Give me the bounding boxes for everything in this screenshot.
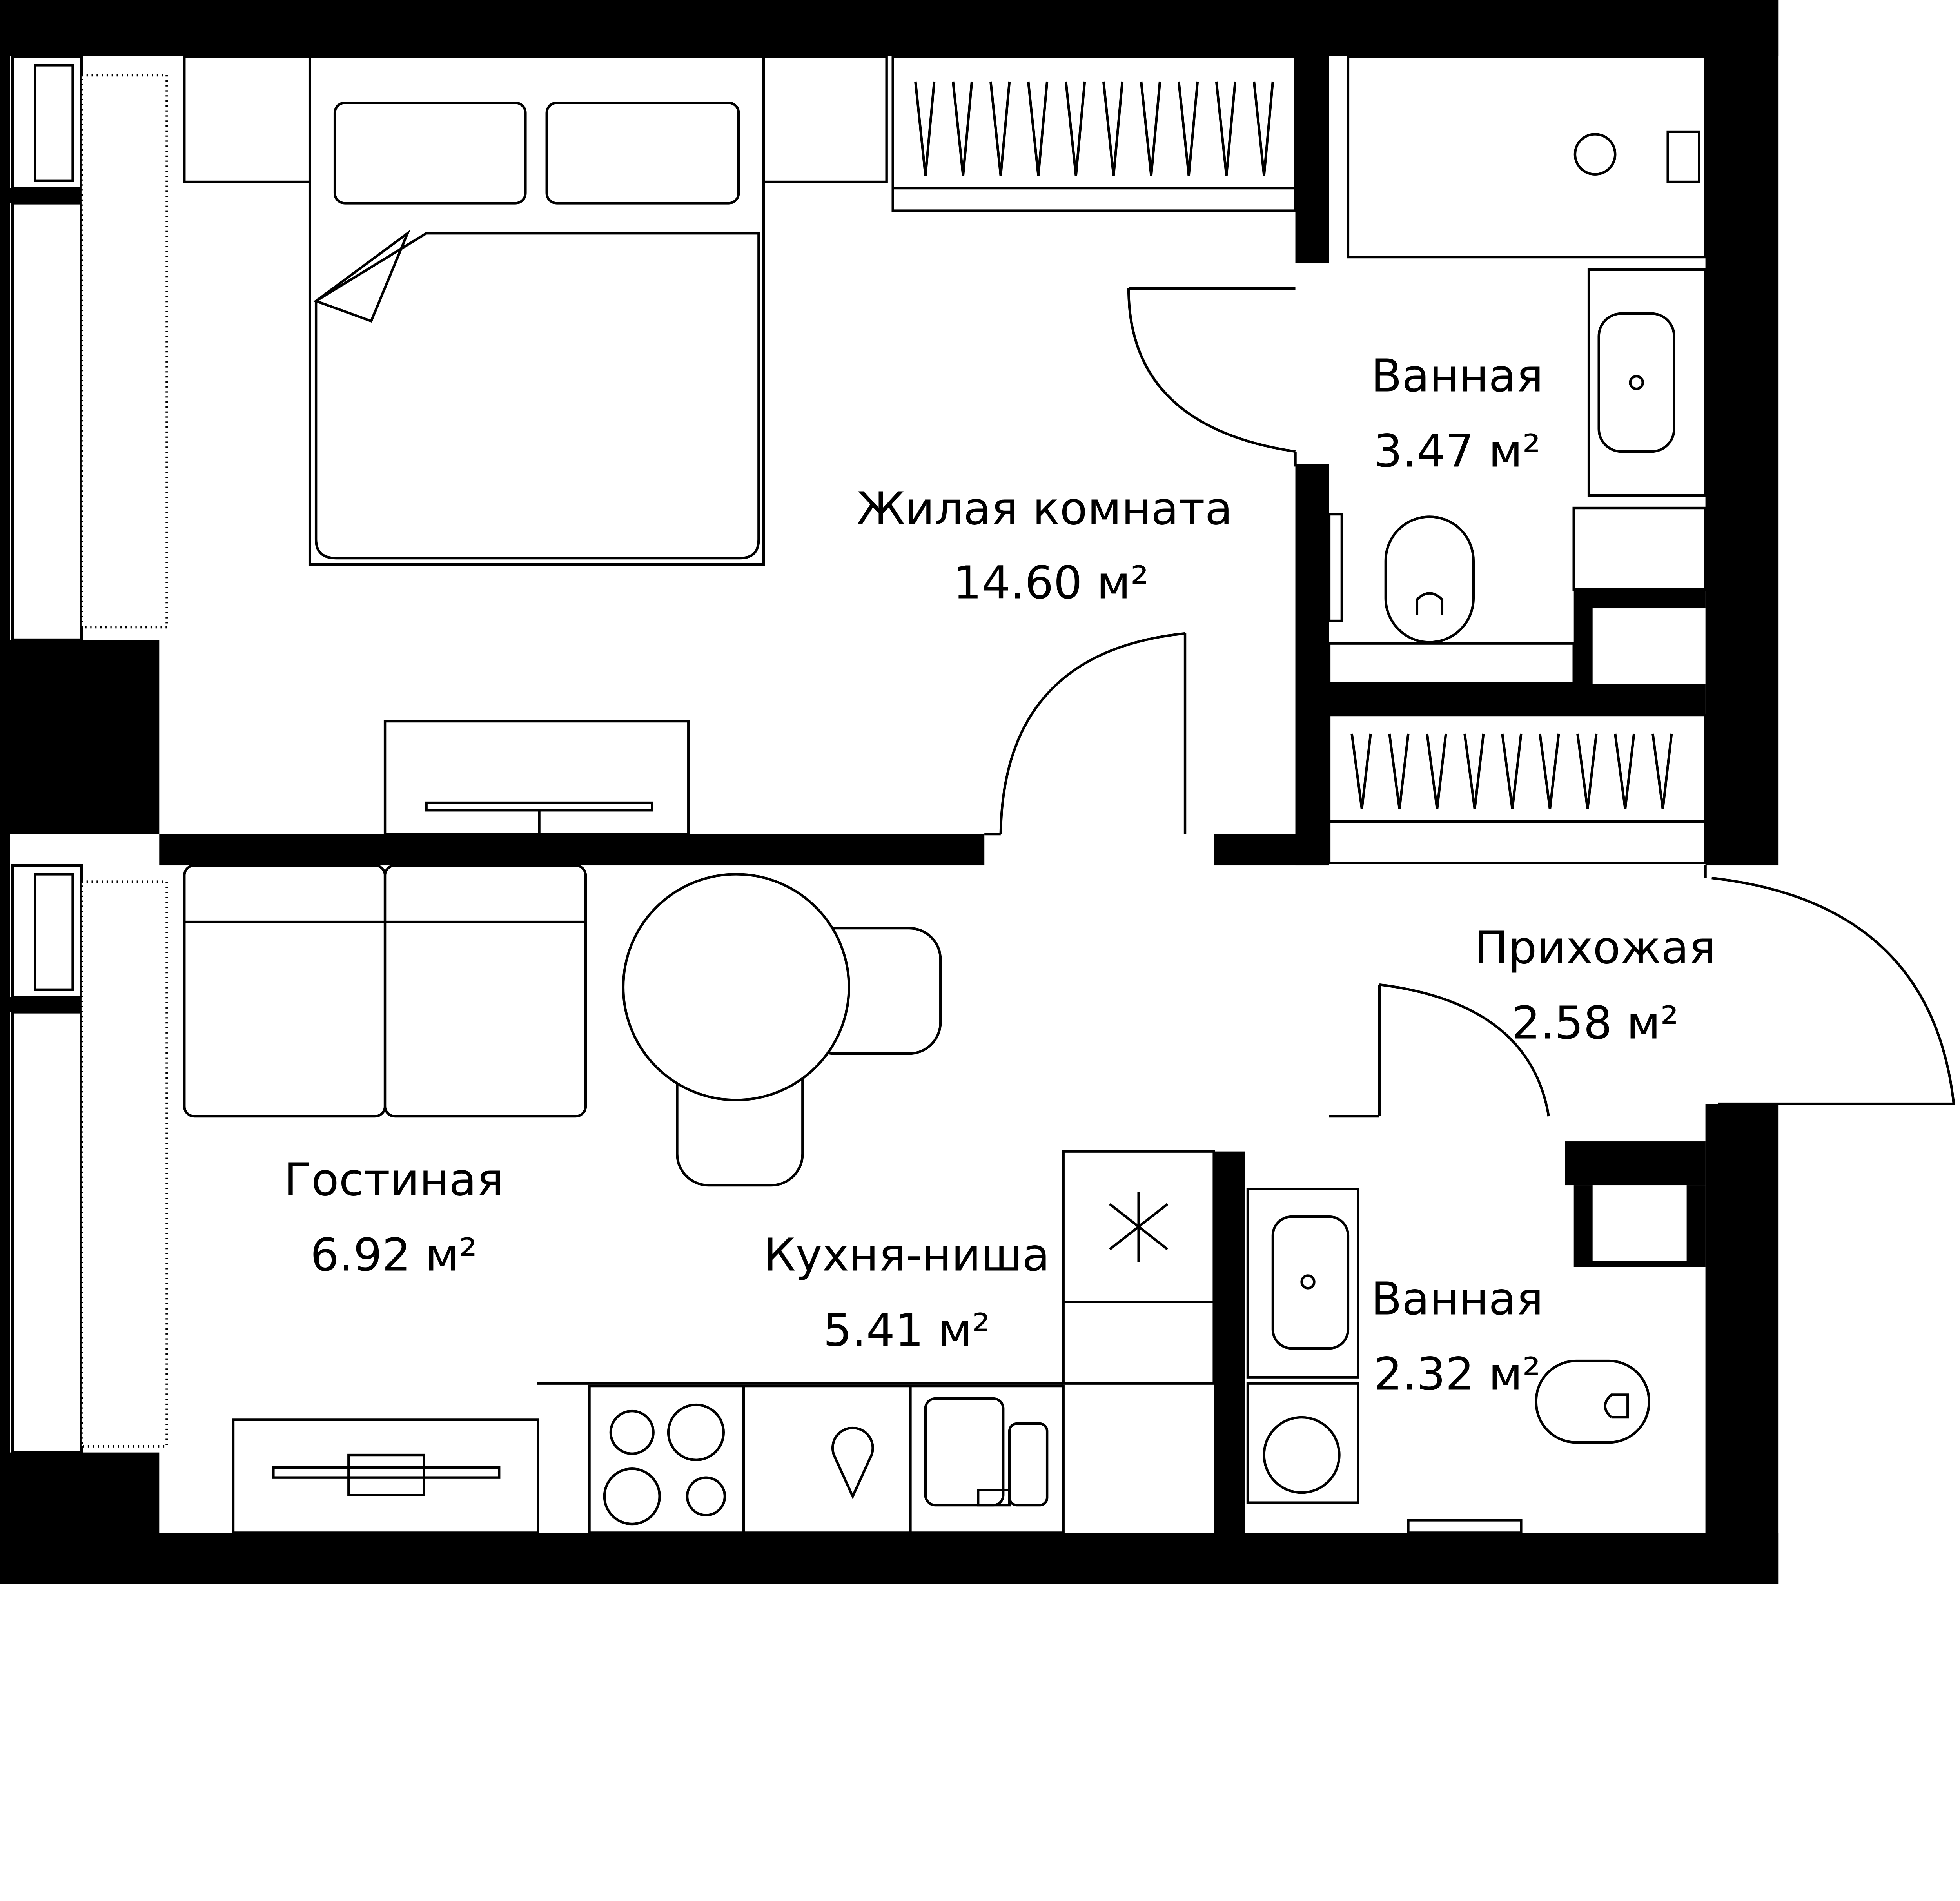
doors: [984, 287, 1955, 1118]
kitchen: [537, 1150, 1215, 1534]
room-area: 14.60 м²: [953, 557, 1149, 609]
room-label-kitchen: Кухня-ниша 5.41 м²: [764, 1229, 1050, 1357]
bathroom-fixtures: [1328, 55, 1707, 685]
tv-stand: [232, 1418, 539, 1534]
room-name: Жилая комната: [857, 483, 1232, 535]
radiator: [80, 880, 168, 1448]
room-label-living-room: Жилая комната 14.60 м²: [857, 483, 1232, 609]
windows: [11, 55, 83, 1454]
dining-table: [622, 873, 942, 1187]
room-label-hallway: Прихожая 2.58 м²: [1474, 922, 1716, 1050]
bathroom-2-fixtures: [1246, 1188, 1650, 1534]
room-area: 2.58 м²: [1512, 997, 1679, 1050]
room-area: 2.32 м²: [1374, 1348, 1541, 1401]
room-area: 5.41 м²: [823, 1304, 990, 1357]
bed: [183, 55, 888, 566]
floor-plan: Жилая комната 14.60 м² Ванная 3.47 м² Пр…: [0, 0, 1955, 1584]
room-name: Гостиная: [284, 1154, 504, 1206]
room-name: Прихожая: [1474, 922, 1716, 974]
desk: [383, 720, 690, 836]
room-area: 6.92 м²: [310, 1229, 477, 1282]
sofa: [183, 864, 587, 1118]
room-area: 3.47 м²: [1374, 425, 1541, 477]
radiator: [80, 74, 168, 629]
room-label-bathroom-1: Ванная 3.47 м²: [1371, 350, 1543, 477]
room-label-lounge: Гостиная 6.92 м²: [284, 1154, 504, 1282]
room-name: Кухня-ниша: [764, 1229, 1050, 1282]
room-name: Ванная: [1371, 1273, 1543, 1326]
room-name: Ванная: [1371, 350, 1543, 402]
walls: [0, 0, 1779, 1584]
wardrobe: [891, 55, 1707, 864]
room-label-bathroom-2: Ванная 2.32 м²: [1371, 1273, 1543, 1401]
